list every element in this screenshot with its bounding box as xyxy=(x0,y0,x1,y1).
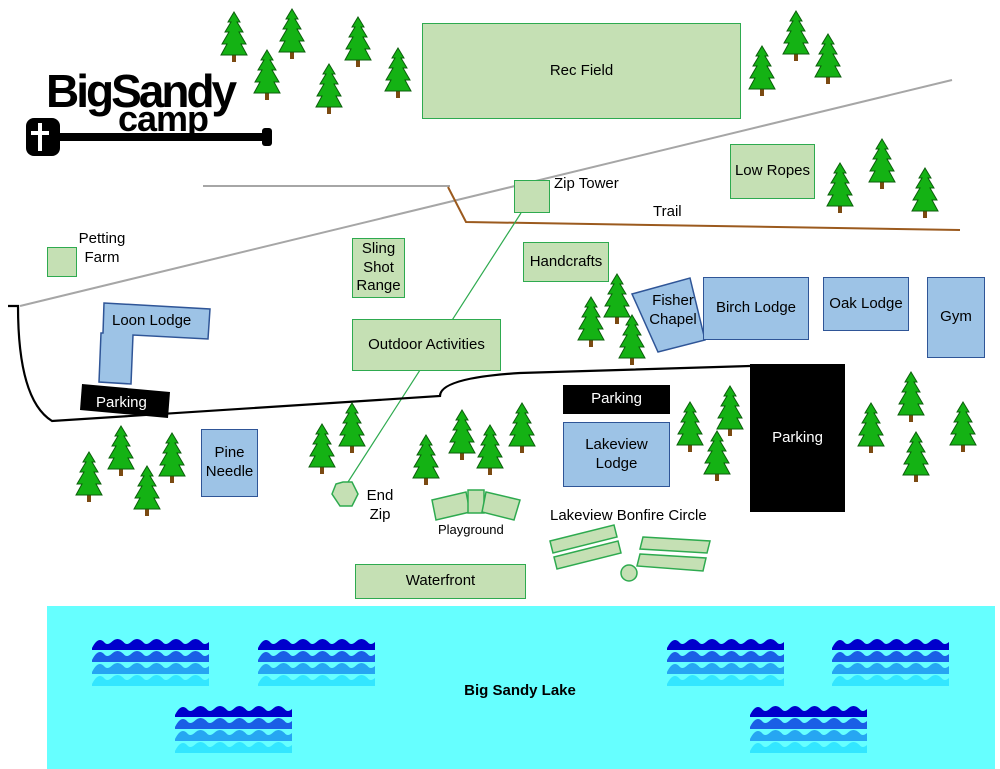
playground-piece-right xyxy=(481,491,521,521)
wave-icon xyxy=(92,639,209,686)
bonfire-circle-label: Lakeview Bonfire Circle xyxy=(550,507,707,524)
wave-icon xyxy=(667,639,784,686)
trail-label: Trail xyxy=(653,203,682,220)
pine-tree-icon xyxy=(782,10,810,61)
pine-tree-icon xyxy=(826,162,854,213)
oak-lodge[interactable]: Oak Lodge xyxy=(823,277,909,331)
waves xyxy=(92,639,949,753)
pine-tree-icon xyxy=(476,424,504,475)
pine-tree-icon xyxy=(253,49,281,100)
main-road xyxy=(8,304,751,423)
gym[interactable]: Gym xyxy=(927,277,985,358)
end-zip-label: End Zip xyxy=(366,487,394,523)
bonfire-bench-4 xyxy=(636,553,707,572)
pine-tree-icon xyxy=(220,11,248,62)
outdoor-activities[interactable]: Outdoor Activities xyxy=(352,319,501,371)
wave-icon xyxy=(750,706,867,753)
pine-tree-icon xyxy=(384,47,412,98)
pine-tree-icon xyxy=(315,63,343,114)
parking-west-label[interactable]: Parking xyxy=(96,394,147,411)
pine-tree-icon xyxy=(618,314,646,365)
pine-tree-icon xyxy=(814,33,842,84)
wave-icon xyxy=(258,639,375,686)
playground-label: Playground xyxy=(438,522,504,537)
bonfire-bench-2 xyxy=(553,540,622,570)
end-zip-hexagon xyxy=(331,481,359,507)
loon-lodge-label[interactable]: Loon Lodge xyxy=(112,312,192,329)
pine-tree-icon xyxy=(412,434,440,485)
pine-tree-icon xyxy=(577,296,605,347)
petting-farm-box[interactable] xyxy=(47,247,77,277)
pine-tree-icon xyxy=(338,402,366,453)
pine-tree-icon xyxy=(107,425,135,476)
pine-tree-icon xyxy=(897,371,925,422)
wave-icon xyxy=(832,639,949,686)
paddle-cross-icon xyxy=(26,118,272,156)
pine-needle[interactable]: Pine Needle xyxy=(201,429,258,497)
pine-tree-icon xyxy=(158,432,186,483)
camp-logo: BigSandy camp xyxy=(22,64,272,160)
pine-tree-icon xyxy=(748,45,776,96)
low-ropes[interactable]: Low Ropes xyxy=(730,144,815,199)
logo-line1: BigSandy xyxy=(46,65,237,117)
parking-lakeview[interactable]: Parking xyxy=(563,385,670,414)
pine-tree-icon xyxy=(278,8,306,59)
sling-shot-range[interactable]: Sling Shot Range xyxy=(352,238,405,298)
lake xyxy=(47,606,995,769)
pine-tree-icon xyxy=(911,167,939,218)
playground-piece-left xyxy=(431,491,471,521)
pine-tree-icon xyxy=(508,402,536,453)
parking-main[interactable]: Parking xyxy=(750,364,845,512)
logo-line2: camp xyxy=(118,98,209,139)
pine-tree-icon xyxy=(133,465,161,516)
pine-tree-icon xyxy=(308,423,336,474)
parking-west-shape xyxy=(80,384,170,418)
bonfire-bench-3 xyxy=(639,536,711,554)
zip-tower-label: Zip Tower xyxy=(554,175,619,192)
pine-tree-icon xyxy=(716,385,744,436)
gray-path-diagonal xyxy=(19,79,953,307)
pine-tree-icon xyxy=(676,401,704,452)
birch-lodge[interactable]: Birch Lodge xyxy=(703,277,809,340)
fisher-chapel-shape xyxy=(630,277,706,353)
bonfire-bench-1 xyxy=(549,524,618,554)
handcrafts[interactable]: Handcrafts xyxy=(523,242,609,282)
bonfire-pit xyxy=(620,564,638,582)
wave-icon xyxy=(175,706,292,753)
zip-tower-box[interactable] xyxy=(514,180,550,213)
petting-farm-label: Petting Farm xyxy=(78,230,126,266)
trail-path xyxy=(447,186,961,231)
fisher-chapel-label[interactable]: Fisher Chapel xyxy=(649,292,697,328)
pine-tree-icon xyxy=(857,402,885,453)
waterfront[interactable]: Waterfront xyxy=(355,564,526,599)
loon-lodge-shape xyxy=(98,302,211,385)
pine-tree-icon xyxy=(344,16,372,67)
lake-label: Big Sandy Lake xyxy=(464,682,576,699)
lakeview-lodge[interactable]: Lakeview Lodge xyxy=(563,422,670,487)
pine-tree-icon xyxy=(603,273,631,324)
pine-tree-icon xyxy=(868,138,896,189)
rec-field[interactable]: Rec Field xyxy=(422,23,741,119)
playground-piece-center xyxy=(467,489,485,514)
pine-tree-icon xyxy=(75,451,103,502)
pine-tree-icon xyxy=(949,401,977,452)
pine-tree-icon xyxy=(448,409,476,460)
trees xyxy=(75,8,977,516)
pine-tree-icon xyxy=(902,431,930,482)
pine-tree-icon xyxy=(703,430,731,481)
